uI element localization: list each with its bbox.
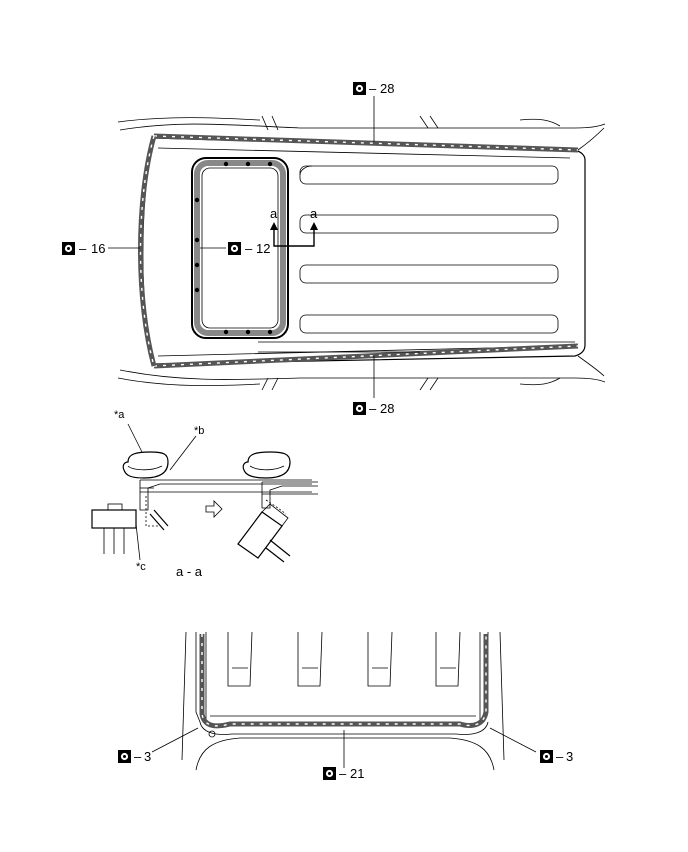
svg-text:–: – xyxy=(369,401,377,416)
callout-rear-left-number: 3 xyxy=(144,749,151,764)
sealant-point-icon xyxy=(353,82,366,95)
callout-sunroof: – 12 xyxy=(228,241,270,256)
detail-label-b: *b xyxy=(194,425,204,437)
callout-rear-left: – 3 xyxy=(118,749,151,764)
callout-bottom-roof: – 28 xyxy=(353,401,394,416)
sealant-point-icon xyxy=(62,242,75,255)
callout-rear-right: – 3 xyxy=(540,749,573,764)
callout-top-roof-number: 28 xyxy=(380,81,394,96)
svg-text:–: – xyxy=(134,749,142,764)
sealant-point-icon xyxy=(540,750,553,763)
svg-text:–: – xyxy=(245,241,253,256)
svg-text:–: – xyxy=(369,81,377,96)
outline-right-arrow-icon xyxy=(205,500,223,518)
sealant-point-icon xyxy=(228,242,241,255)
callout-rear-center-number: 21 xyxy=(350,766,364,781)
callout-front-number: 16 xyxy=(91,241,105,256)
rear-roof-view xyxy=(151,631,537,771)
sealant-point-icon xyxy=(118,750,131,763)
detail-label-a: *a xyxy=(114,409,125,421)
svg-text:–: – xyxy=(556,749,564,764)
callout-top-roof: – 28 xyxy=(353,81,394,96)
svg-text:–: – xyxy=(79,241,87,256)
callout-front: – 16 xyxy=(62,241,105,256)
detail-label-c: *c xyxy=(136,561,146,573)
sealant-point-icon xyxy=(353,402,366,415)
section-caption: a - a xyxy=(176,564,203,579)
svg-text:–: – xyxy=(339,766,347,781)
callout-sunroof-number: 12 xyxy=(256,241,270,256)
sealant-point-icon xyxy=(323,767,336,780)
section-detail: *a *b *c a - a xyxy=(91,409,318,579)
callout-rear-center: – 21 xyxy=(323,766,364,781)
callout-rear-right-number: 3 xyxy=(566,749,573,764)
callout-bottom-roof-number: 28 xyxy=(380,401,394,416)
section-mark-left: a xyxy=(270,206,278,221)
roof-top-view: a a xyxy=(108,96,606,398)
section-mark-right: a xyxy=(310,206,318,221)
